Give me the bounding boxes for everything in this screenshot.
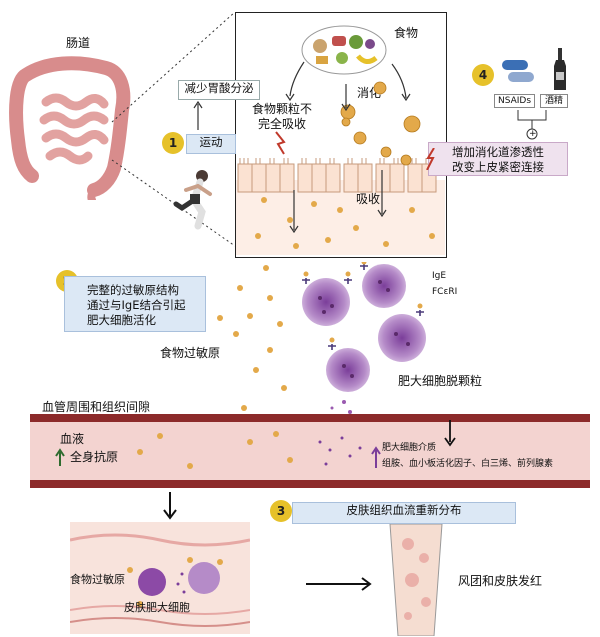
- epithelium: [237, 158, 437, 193]
- plus-icon: +: [529, 129, 537, 139]
- permeability-box: 增加消化道渗透性 改变上皮紧密连接: [428, 142, 568, 176]
- bottle-icon: [554, 48, 566, 90]
- redistribution-box: 皮肤组织血流重新分布: [292, 502, 516, 524]
- step-4-badge: 4: [472, 64, 494, 86]
- step1-arrows: [193, 100, 203, 130]
- step-1-badge: 1: [162, 132, 184, 154]
- mediators-title: 肥大细胞介质: [382, 443, 437, 453]
- step4-connector: [517, 110, 547, 140]
- permeability-bolt: [426, 148, 435, 170]
- blood-label: 血液: [60, 432, 85, 446]
- leg-skin-icon: [389, 524, 443, 636]
- nsaids-label: NSAIDs: [494, 94, 536, 108]
- incomplete-absorb-label: 食物颗粒不 完全吸收: [252, 102, 313, 131]
- alcohol-label: 酒精: [540, 94, 569, 108]
- runner-icon: [173, 170, 212, 230]
- intestine-label: 肠道: [66, 36, 91, 50]
- reduce-acid-label: 减少胃酸分泌: [184, 81, 254, 95]
- skin-icon: [70, 522, 250, 634]
- intact-allergen-box: 完整的过敏原结构 通过与IgE结合引起 肥大细胞活化: [64, 276, 206, 332]
- perivascular-label: 血管周围和组织间隙: [42, 400, 151, 414]
- blood-vessel-icon: [30, 414, 590, 488]
- pill-icon: [502, 60, 534, 82]
- systemic-antigen-label: 全身抗原: [70, 450, 119, 464]
- skin-mast-label: 皮肤肥大细胞: [124, 601, 190, 614]
- wheal-label: 风团和皮肤发红: [458, 574, 543, 588]
- down-arrow: [163, 492, 177, 520]
- vessel-contents: [55, 420, 456, 469]
- mast-degranulation-label: 肥大细胞脱颗粒: [398, 374, 483, 388]
- food-allergen-label: 食物过敏原: [160, 346, 221, 360]
- right-arrow: [306, 577, 372, 591]
- redistribution-label: 皮肤组织血流重新分布: [346, 503, 462, 517]
- intestine-icon: [9, 56, 131, 200]
- ige-label: IgE: [432, 271, 447, 281]
- zoom-lines: [111, 11, 236, 247]
- skin-food-allergen-label: 食物过敏原: [70, 573, 125, 586]
- fcer-label: FCεRI: [432, 287, 458, 297]
- step-3-badge: 3: [270, 500, 292, 522]
- mast-cells: [302, 262, 426, 446]
- food-particles: [255, 81, 435, 249]
- mediators-list: 组胺、血小板活化因子、白三烯、前列腺素: [382, 459, 554, 469]
- digest-arrows: [285, 61, 411, 112]
- food-plate-icon: [301, 25, 387, 75]
- permeability-label: 增加消化道渗透性 改变上皮紧密连接: [452, 145, 544, 174]
- food-label: 食物: [394, 26, 419, 40]
- mast-cell-icon: [302, 264, 426, 392]
- absorb-label: 吸收: [356, 192, 381, 206]
- reduce-acid-box: 减少胃酸分泌: [178, 80, 260, 100]
- intact-allergen-label: 完整的过敏原结构 通过与IgE结合引起 肥大细胞活化: [87, 283, 186, 327]
- exercise-label: 运动: [199, 135, 223, 149]
- exercise-box: 运动: [186, 134, 236, 154]
